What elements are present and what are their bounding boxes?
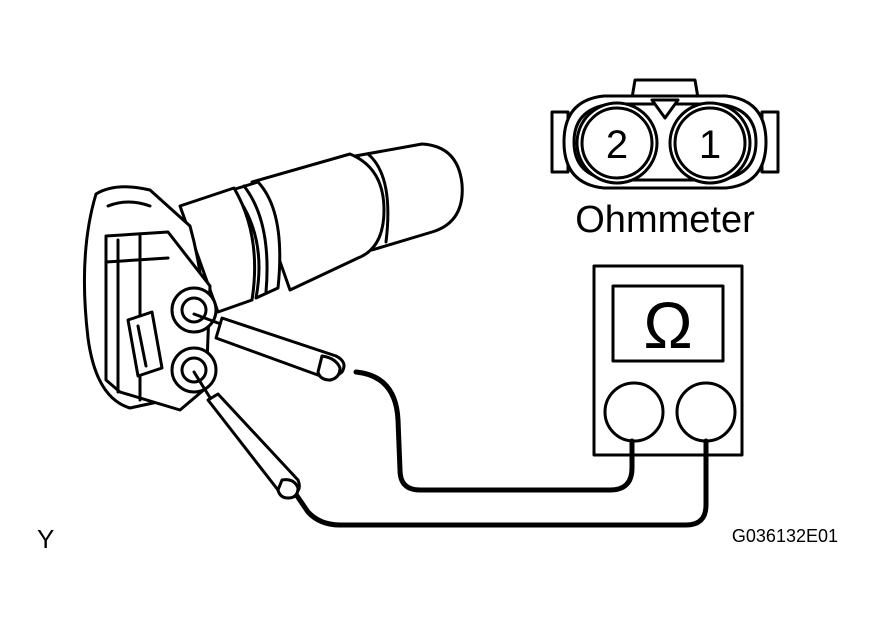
ohm-symbol: Ω bbox=[643, 288, 692, 362]
ohmmeter-terminal-right bbox=[675, 381, 737, 443]
ohmmeter-caption: Ohmmeter bbox=[575, 199, 755, 241]
pin-2-label: 2 bbox=[606, 123, 628, 167]
sensor-terminal-lower bbox=[170, 346, 218, 394]
pin-1-cavity bbox=[668, 101, 752, 185]
connector-front-view: 2 1 bbox=[550, 78, 780, 190]
test-lead-wire-lower bbox=[290, 438, 709, 528]
figure-code: G036132E01 bbox=[732, 526, 838, 546]
pin-1-label: 1 bbox=[699, 123, 721, 167]
ohmmeter: Ω bbox=[592, 264, 744, 457]
view-label: Y bbox=[37, 524, 54, 554]
sensor-terminal-upper bbox=[170, 286, 218, 334]
pin-2-cavity bbox=[575, 101, 659, 185]
probe-upper bbox=[192, 312, 346, 382]
probe-lower bbox=[192, 370, 301, 500]
test-lead-wire-upper bbox=[353, 369, 635, 493]
ohmmeter-display bbox=[611, 284, 725, 363]
ohmmeter-terminal-left bbox=[603, 381, 665, 443]
crankshaft-position-sensor bbox=[82, 142, 464, 412]
